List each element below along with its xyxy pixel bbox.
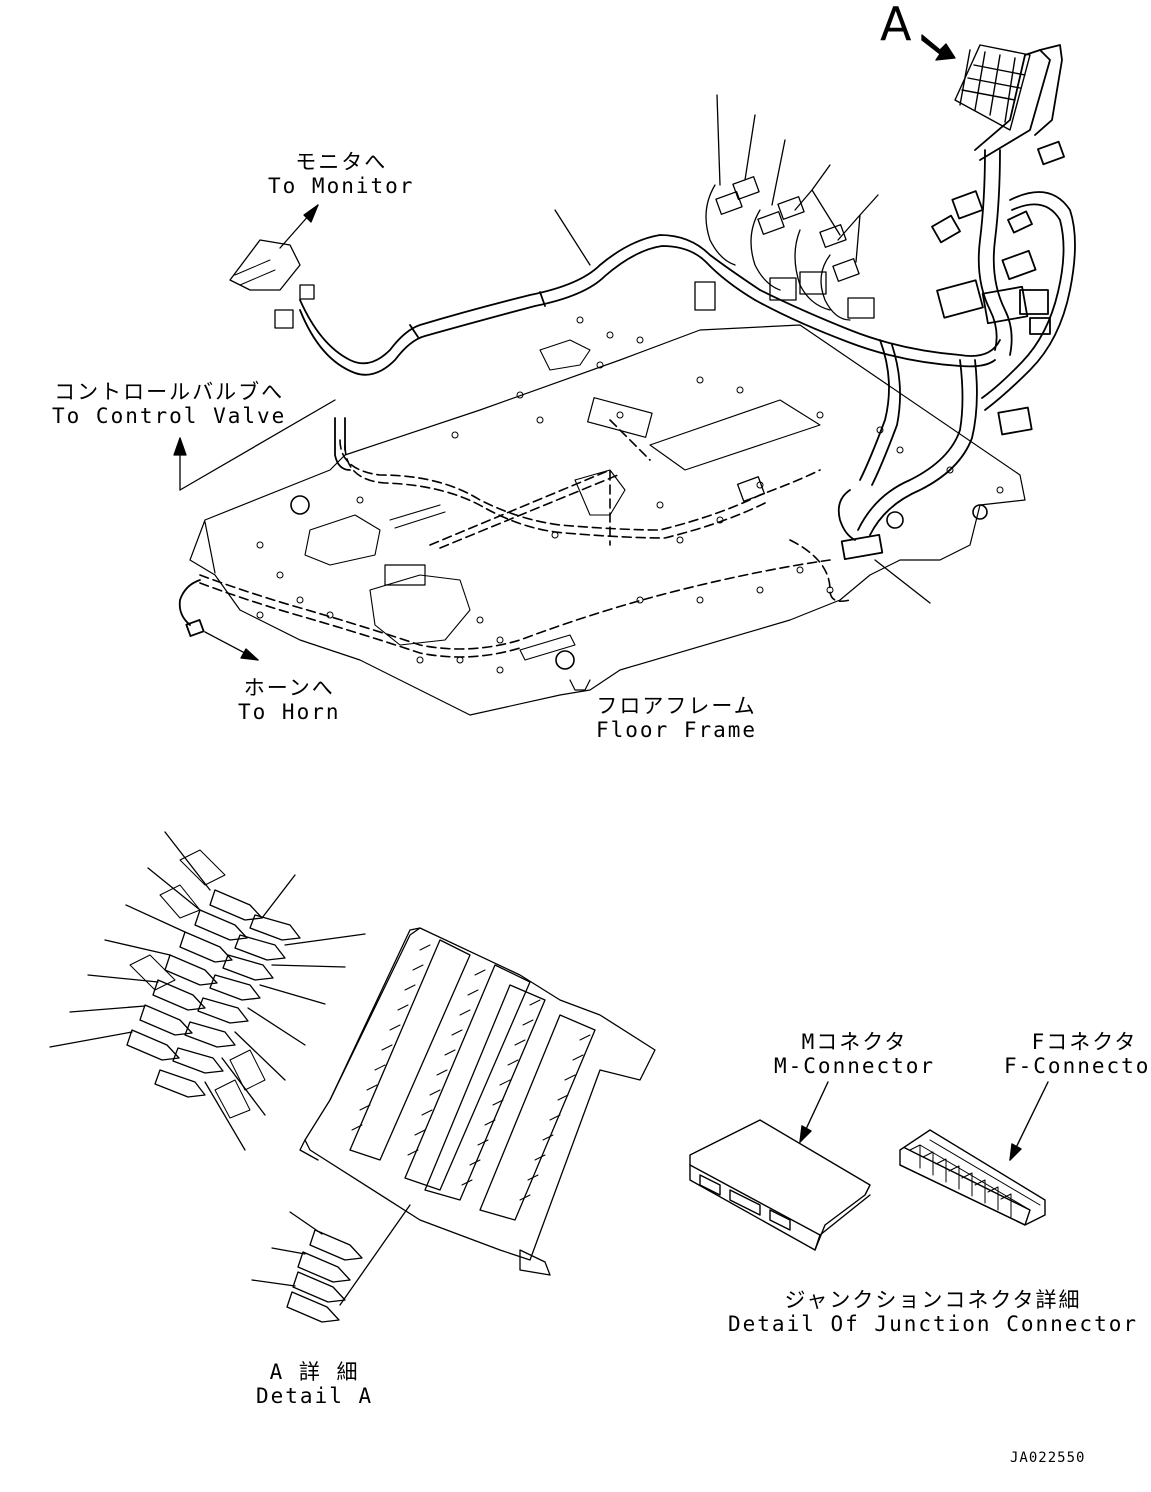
to-monitor-jp: モニタへ (295, 150, 388, 174)
detail-a-jp: A 詳 細 (269, 1360, 360, 1384)
view-marker-a: A (880, 0, 912, 51)
junction-detail-en: Detail Of Junction Connector (728, 1312, 1139, 1336)
to-horn-jp: ホーンへ (243, 676, 335, 700)
junction-detail-label: ジャンクションコネクタ詳細 Detail Of Junction Connect… (728, 1288, 1138, 1336)
to-monitor-en: To Monitor (268, 174, 415, 198)
f-connector-jp: Fコネクタ (1031, 1030, 1138, 1054)
floor-frame-en: Floor Frame (596, 718, 758, 742)
junction-block-detail (299, 927, 656, 1276)
under-floor-harness (199, 419, 851, 658)
detail-a-label: A 詳 細 Detail A (256, 1360, 373, 1408)
main-harness (178, 44, 1076, 637)
to-control-valve-en: To Control Valve (52, 404, 287, 428)
detail-a-drawing (49, 831, 656, 1323)
detail-a-en: Detail A (256, 1384, 374, 1408)
floor-frame-label: フロアフレーム Floor Frame (596, 694, 757, 742)
terminal-pins-bottom (251, 1204, 411, 1323)
m-connector-label: Mコネクタ M-Connector (774, 1030, 935, 1078)
to-monitor-label: モニタへ To Monitor (268, 150, 414, 198)
m-connector-drawing (689, 1081, 871, 1251)
junction-detail-jp: ジャンクションコネクタ詳細 (784, 1288, 1082, 1312)
m-connector-jp: Mコネクタ (801, 1030, 908, 1054)
terminal-pins-left (49, 831, 366, 1151)
leader-lines-upper (173, 34, 956, 661)
to-horn-en: To Horn (238, 700, 341, 724)
drawing-code: JA022550 (1010, 1450, 1086, 1466)
f-connector-drawing (899, 1081, 1049, 1226)
floor-frame-jp: フロアフレーム (596, 694, 757, 718)
f-connector-en: F-Connector (1004, 1054, 1151, 1078)
junction-block-a (954, 44, 1031, 131)
to-control-valve-jp: コントロールバルブへ (54, 380, 285, 404)
m-connector-en: M-Connector (774, 1054, 936, 1078)
to-horn-label: ホーンへ To Horn (238, 676, 341, 724)
f-connector-label: Fコネクタ F-Connector (1004, 1030, 1151, 1078)
to-control-valve-label: コントロールバルブへ To Control Valve (52, 380, 286, 428)
